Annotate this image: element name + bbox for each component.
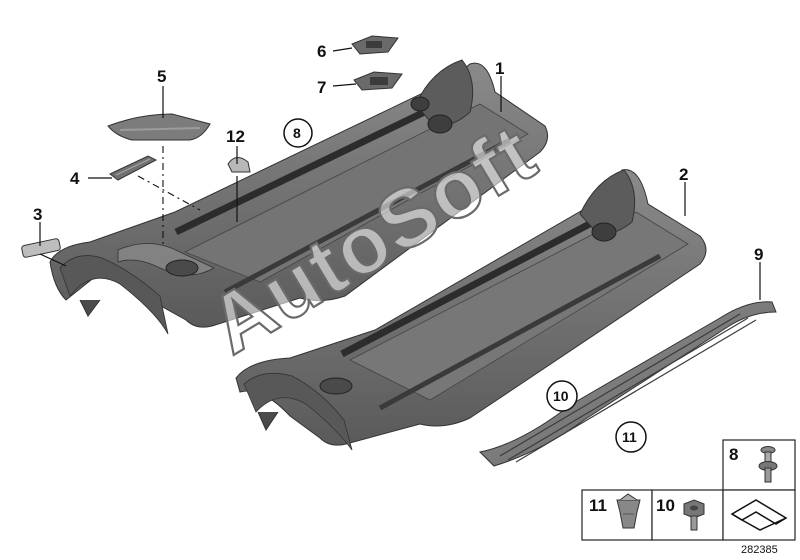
- callout-9: 9: [754, 245, 763, 264]
- clip-icon: [616, 493, 641, 529]
- screw-icon: [758, 446, 778, 483]
- cover-part-5: [107, 113, 211, 141]
- trim-strip-part-9: [478, 301, 777, 467]
- callout-11: 11: [622, 429, 637, 445]
- cover-part-6: [351, 35, 399, 55]
- cover-part-7: [353, 71, 403, 91]
- callout-5: 5: [157, 67, 166, 86]
- parcel-shelf-part-2: [235, 169, 707, 451]
- legend-item-11: 11: [581, 489, 653, 541]
- parcel-shelf-part-1: [49, 59, 549, 335]
- cap-part-12: [227, 157, 251, 173]
- callout-10: 10: [553, 388, 569, 404]
- legend-item-10: 10: [651, 489, 724, 541]
- callout-1: 1: [495, 59, 504, 78]
- legend-label-11: 11: [589, 496, 607, 515]
- callout-12: 12: [226, 127, 245, 146]
- cover-part-4: [109, 155, 158, 181]
- callout-8: 8: [293, 125, 301, 141]
- leader-lines: [39, 47, 761, 300]
- callout-3: 3: [33, 205, 42, 224]
- legend-label-10: 10: [656, 496, 675, 515]
- legend-item-8: 8: [722, 439, 796, 491]
- legend-label-8: 8: [729, 445, 738, 464]
- reference-number: 282385: [741, 544, 778, 556]
- callout-6: 6: [317, 42, 326, 61]
- trim-profile-icon: [730, 499, 788, 531]
- legend-item-panel: [722, 489, 796, 541]
- callout-2: 2: [679, 165, 688, 184]
- callout-7: 7: [317, 78, 326, 97]
- callout-4: 4: [70, 169, 80, 188]
- nut-icon: [683, 499, 705, 531]
